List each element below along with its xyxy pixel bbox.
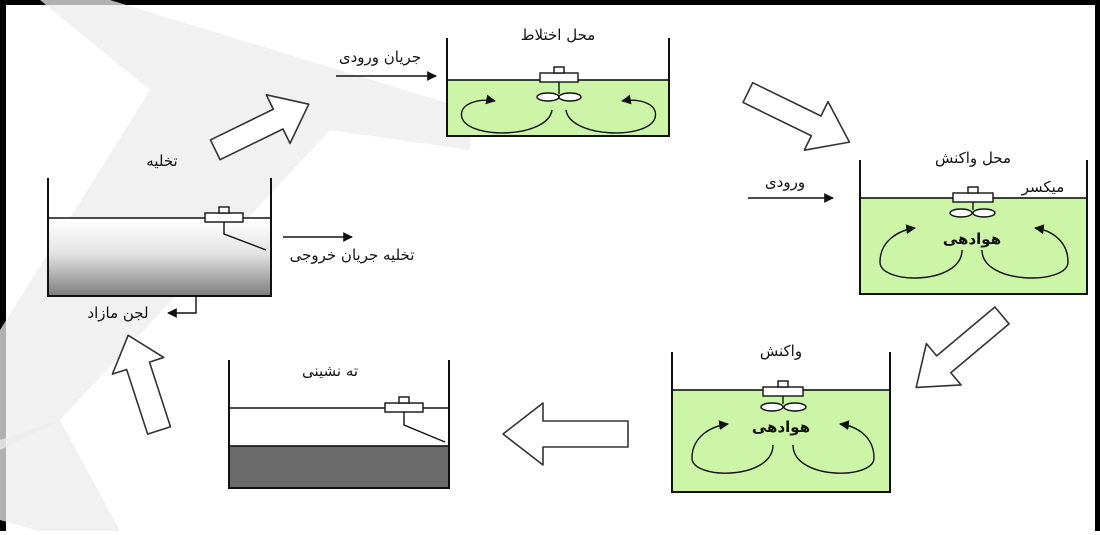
circulation-arrow-right bbox=[981, 224, 1069, 279]
settled-sludge-layer bbox=[228, 445, 450, 489]
tank-draw-walls bbox=[47, 178, 272, 297]
label-react-fill-title: محل واکنش bbox=[935, 149, 1011, 167]
label-settle-title: ته نشینی bbox=[302, 362, 358, 380]
label-draw-outflow: تخلیه جریان خروجی bbox=[290, 246, 415, 264]
label-mixer: میکسر bbox=[1021, 178, 1065, 196]
circulation-arrow-left bbox=[460, 94, 553, 134]
label-react-title: واکنش bbox=[760, 342, 802, 360]
cycle-arrow-fill-to-react-fill bbox=[742, 81, 851, 151]
mixer-icon bbox=[949, 186, 996, 218]
decanter-icon bbox=[384, 396, 446, 443]
sludge-outlet-arrow bbox=[167, 296, 197, 318]
tank-fill bbox=[446, 38, 670, 137]
tank-react-walls bbox=[671, 352, 891, 493]
label-react-aeration: هوادهی bbox=[752, 418, 810, 436]
label-react-fill-inflow: ورودی bbox=[765, 173, 805, 191]
tank-draw-liquid bbox=[48, 218, 271, 296]
label-draw-sludge: لجن مازاد bbox=[87, 304, 148, 322]
label-react-fill-aeration: هوادهی bbox=[943, 230, 1001, 248]
label-draw-title: تخلیه bbox=[146, 152, 177, 170]
circulation-arrow-right bbox=[565, 94, 657, 134]
cycle-arrow-react-to-settle bbox=[502, 402, 629, 466]
tank-settle bbox=[228, 360, 450, 489]
circulation-arrow-left bbox=[691, 420, 774, 474]
tank-fill-liquid bbox=[446, 79, 670, 137]
tank-settle-walls bbox=[228, 360, 450, 489]
decanter-icon bbox=[204, 206, 267, 251]
label-fill-title: محل اختلاط bbox=[521, 26, 596, 44]
tank-fill-walls bbox=[446, 38, 670, 137]
circulation-arrow-right bbox=[792, 420, 875, 474]
circulation-arrow-left bbox=[879, 224, 963, 279]
cycle-arrow-draw-to-fill bbox=[209, 94, 310, 161]
label-fill-inflow: جریان ورودی bbox=[339, 48, 421, 66]
tank-react bbox=[671, 352, 891, 493]
mixer-icon bbox=[760, 380, 807, 412]
cycle-arrow-react-fill-to-react bbox=[915, 306, 1010, 389]
mixer-icon bbox=[536, 66, 582, 102]
tank-draw bbox=[47, 178, 272, 318]
cycle-arrow-settle-to-draw bbox=[111, 334, 172, 435]
tank-react-fill bbox=[859, 160, 1088, 295]
tank-react-fill-walls bbox=[859, 160, 1088, 295]
